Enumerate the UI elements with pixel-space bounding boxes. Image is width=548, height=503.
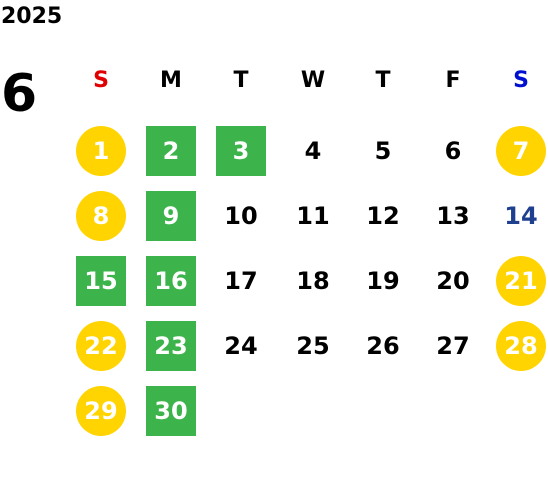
weekday-label: S — [513, 68, 529, 93]
day-cell-25[interactable]: 25 — [296, 332, 330, 360]
day-cell-2[interactable]: 2 — [146, 126, 196, 176]
day-cell-21[interactable]: 21 — [496, 256, 546, 306]
day-cell-10[interactable]: 10 — [224, 202, 258, 230]
day-cell-12[interactable]: 12 — [366, 202, 400, 230]
day-cell-9[interactable]: 9 — [146, 191, 196, 241]
day-cell-27[interactable]: 27 — [436, 332, 470, 360]
day-cell-11[interactable]: 11 — [296, 202, 330, 230]
day-cell-29[interactable]: 29 — [76, 386, 126, 436]
day-cell-6[interactable]: 6 — [444, 137, 462, 165]
day-cell-1[interactable]: 1 — [76, 126, 126, 176]
day-cell-23[interactable]: 23 — [146, 321, 196, 371]
day-cell-28[interactable]: 28 — [496, 321, 546, 371]
day-cell-14[interactable]: 14 — [504, 202, 538, 230]
calendar-year: 2025 — [1, 4, 63, 29]
weekday-label: T — [375, 68, 391, 93]
day-cell-15[interactable]: 15 — [76, 256, 126, 306]
day-cell-8[interactable]: 8 — [76, 191, 126, 241]
day-cell-22[interactable]: 22 — [76, 321, 126, 371]
day-cell-18[interactable]: 18 — [296, 267, 330, 295]
day-cell-20[interactable]: 20 — [436, 267, 470, 295]
day-cell-3[interactable]: 3 — [216, 126, 266, 176]
calendar-month: 6 — [1, 64, 38, 124]
weekday-label: M — [160, 68, 182, 93]
weekday-label: S — [93, 68, 109, 93]
day-cell-30[interactable]: 30 — [146, 386, 196, 436]
day-cell-16[interactable]: 16 — [146, 256, 196, 306]
day-cell-24[interactable]: 24 — [224, 332, 258, 360]
weekday-label: W — [300, 68, 326, 93]
day-cell-5[interactable]: 5 — [374, 137, 392, 165]
day-cell-13[interactable]: 13 — [436, 202, 470, 230]
day-cell-7[interactable]: 7 — [496, 126, 546, 176]
day-cell-26[interactable]: 26 — [366, 332, 400, 360]
weekday-label: T — [233, 68, 249, 93]
day-cell-19[interactable]: 19 — [366, 267, 400, 295]
day-cell-4[interactable]: 4 — [304, 137, 322, 165]
weekday-label: F — [445, 68, 461, 93]
day-cell-17[interactable]: 17 — [224, 267, 258, 295]
